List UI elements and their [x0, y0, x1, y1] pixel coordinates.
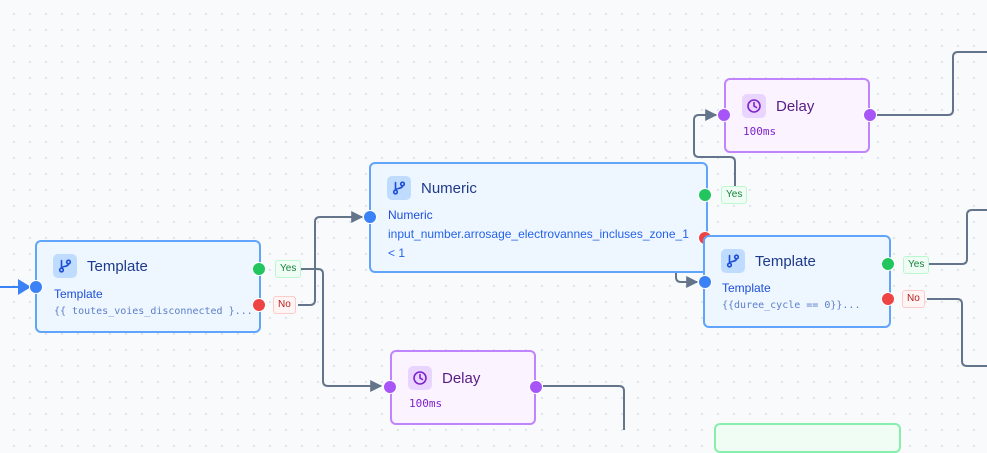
node-subtitle: Numeric — [388, 208, 433, 222]
delay-top-output-handle[interactable] — [863, 108, 877, 122]
delay-node-bottom[interactable]: Delay 100ms — [390, 350, 536, 425]
clock-icon — [742, 94, 766, 118]
template1-no-handle[interactable] — [252, 298, 266, 312]
template-expression: {{duree_cycle == 0}}... — [722, 300, 861, 311]
clock-icon — [408, 366, 432, 390]
numeric-node[interactable]: Numeric Numeric input_number.arrosage_el… — [369, 162, 708, 273]
template2-yes-handle[interactable] — [881, 257, 895, 271]
node-title: Template — [755, 252, 816, 270]
numeric-entity: input_number.arrosage_electrovannes_incl… — [388, 227, 689, 241]
delay-top-input-handle[interactable] — [717, 108, 731, 122]
node-title: Template — [87, 257, 148, 275]
template-node-2[interactable]: Template Template {{duree_cycle == 0}}..… — [703, 235, 891, 328]
edge-delay-top-out — [877, 51, 987, 116]
edge-numeric-yes-to-delay — [693, 109, 736, 188]
delay-duration: 100ms — [743, 125, 777, 138]
numeric-condition: < 1 — [388, 246, 406, 260]
edge-template2-yes-out — [928, 209, 987, 265]
branch-icon — [721, 249, 745, 273]
yes-branch-label: Yes — [275, 260, 302, 278]
template2-input-handle[interactable] — [698, 275, 712, 289]
numeric-input-handle[interactable] — [363, 210, 377, 224]
delay-node-top[interactable]: Delay 100ms — [724, 78, 870, 153]
edge-template2-no-out — [927, 298, 987, 367]
delay-bottom-input-handle[interactable] — [383, 380, 397, 394]
branch-icon — [387, 176, 411, 200]
numeric-yes-handle[interactable] — [698, 188, 712, 202]
branch-icon — [53, 254, 77, 278]
no-branch-label: No — [902, 290, 925, 308]
edge-delay-bottom-out — [543, 385, 625, 430]
template2-no-handle[interactable] — [881, 292, 895, 306]
yes-branch-label: Yes — [721, 186, 748, 204]
edge-numeric-no-to-template2 — [675, 272, 699, 288]
node-subtitle: Template — [722, 281, 771, 295]
template-node-1[interactable]: Template Template {{ toutes_voies_discon… — [35, 240, 261, 333]
no-branch-label: No — [273, 296, 296, 314]
connection-edges — [0, 51, 987, 430]
yes-branch-label: Yes — [903, 256, 930, 274]
edge-template1-yes-to-delay — [300, 268, 383, 392]
incoming-arrow-head — [18, 279, 31, 295]
delay-duration: 100ms — [409, 397, 443, 410]
template1-input-handle[interactable] — [29, 280, 43, 294]
node-title: Numeric — [421, 179, 477, 197]
node-title: Delay — [442, 369, 481, 387]
template1-yes-handle[interactable] — [252, 262, 266, 276]
node-title: Delay — [776, 97, 815, 115]
template-expression: {{ toutes_voies_disconnected }... — [54, 306, 253, 317]
action-node-partial[interactable] — [714, 423, 901, 453]
delay-bottom-output-handle[interactable] — [529, 380, 543, 394]
edge-template1-no-to-numeric — [298, 211, 364, 306]
node-subtitle: Template — [54, 287, 103, 301]
